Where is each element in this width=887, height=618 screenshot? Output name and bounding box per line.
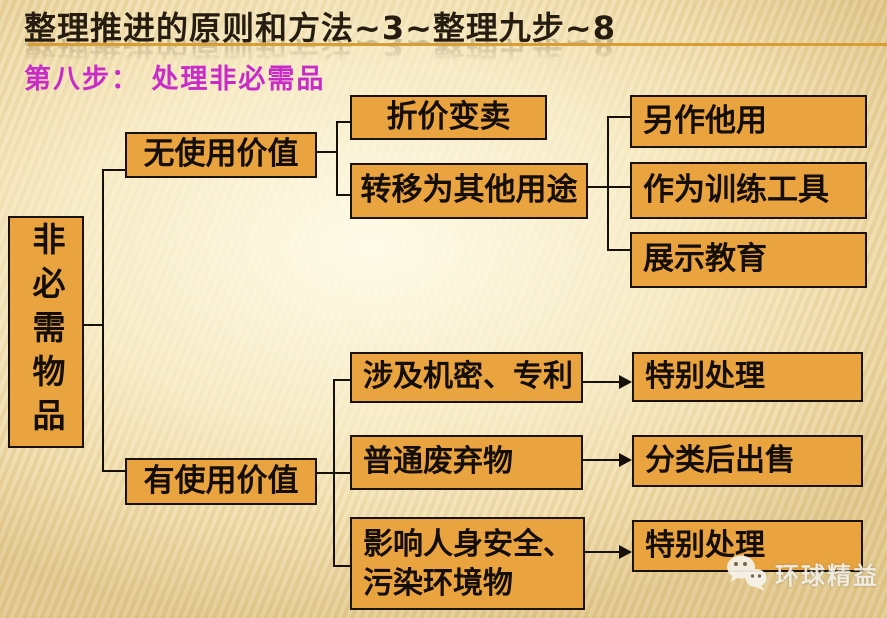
node-has-use-value: 有使用价值 [125, 458, 317, 505]
node-label: 影响人身安全、 污染环境物 [363, 526, 573, 601]
node-label: 折价变卖 [386, 98, 511, 135]
watermark-label: 环球精益 [775, 561, 879, 590]
node-ordinary-waste: 普通废弃物 [350, 435, 583, 490]
connector-to-other-use [607, 116, 631, 119]
node-label: 另作他用 [643, 102, 767, 139]
title-divider-line [28, 43, 887, 46]
node-label: 特别处理 [645, 358, 765, 394]
connector-transfer-stub [588, 186, 631, 189]
connector-has-value-spine [333, 379, 336, 567]
arrowhead-icon [619, 545, 632, 559]
node-sell-at-discount: 折价变卖 [350, 95, 547, 140]
connector-to-has-value [102, 470, 126, 473]
connector-to-sell [336, 121, 351, 124]
node-transfer-other-uses: 转移为其他用途 [350, 163, 588, 219]
connector-root-spine [102, 169, 105, 472]
connector-no-value-spine [336, 121, 339, 196]
node-safety-pollution: 影响人身安全、 污染环境物 [350, 517, 585, 610]
connector-to-secret [333, 379, 351, 382]
node-label: 有使用价值 [143, 462, 299, 499]
arrow-secret-to-special [583, 381, 621, 384]
arrow-safety-to-special [585, 551, 621, 554]
wechat-icon [727, 555, 767, 591]
page-title: 整理推进的原则和方法~3~整理九步~8 [24, 9, 616, 47]
connector-to-safety [333, 565, 351, 568]
node-training-tool: 作为训练工具 [630, 162, 867, 219]
arrowhead-icon [619, 375, 632, 389]
node-label: 分类后出售 [645, 442, 795, 478]
node-secret-patent: 涉及机密、专利 [350, 352, 583, 403]
node-label: 普通废弃物 [363, 444, 513, 480]
node-label: 无使用价值 [143, 136, 299, 173]
node-sort-then-sell: 分类后出售 [632, 435, 863, 487]
connector-no-value-stub [317, 151, 338, 154]
connector-to-transfer [336, 194, 351, 197]
node-other-use: 另作他用 [630, 95, 867, 148]
arrowhead-icon [619, 453, 632, 467]
connector-to-education [607, 249, 631, 252]
node-display-education: 展示教育 [630, 232, 867, 288]
node-label: 非必需物品 [26, 222, 66, 442]
node-label: 作为训练工具 [643, 171, 829, 208]
page-subtitle: 第八步： 处理非必需品 [24, 64, 326, 95]
connector-transfer-spine [607, 116, 610, 251]
node-no-use-value: 无使用价值 [125, 132, 317, 178]
connector-root-stub [84, 324, 103, 327]
node-label: 涉及机密、专利 [363, 359, 573, 395]
node-label: 展示教育 [643, 241, 767, 278]
node-special-handling-1: 特别处理 [632, 352, 863, 402]
watermark: 环球精益 [725, 553, 879, 593]
arrow-waste-to-sortsell [583, 459, 621, 462]
node-non-essential-items: 非必需物品 [8, 216, 84, 448]
connector-to-no-value [102, 169, 126, 172]
node-label: 转移为其他用途 [360, 172, 578, 209]
